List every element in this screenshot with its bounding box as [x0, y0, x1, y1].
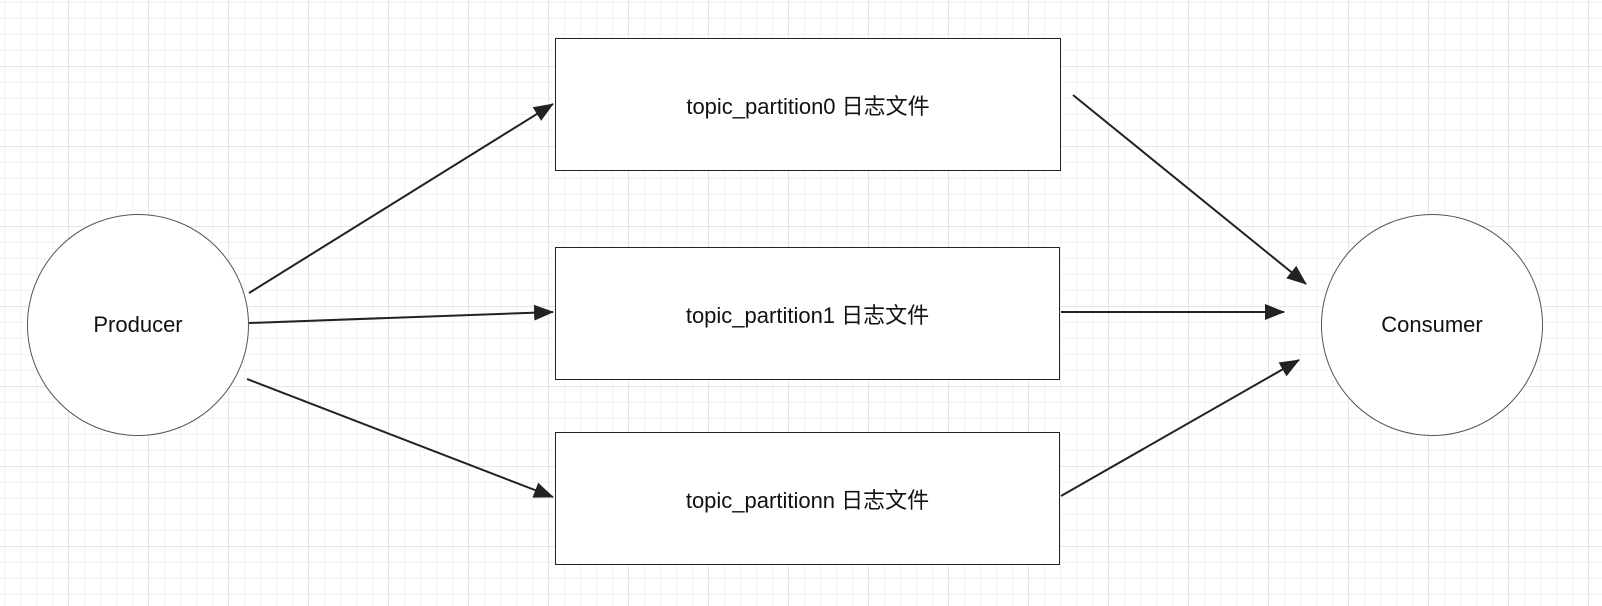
producer-label: Producer [93, 312, 183, 337]
partition-n-box: topic_partitionn 日志文件 [555, 432, 1060, 565]
partition-1-label: topic_partition1 日志文件 [685, 302, 930, 328]
edge-partitionn-to-consumer [1060, 359, 1300, 497]
consumer-label: Consumer [1381, 312, 1483, 337]
partition-0-box: topic_partition0 日志文件 [555, 38, 1061, 171]
edge-producer-to-partitionn [246, 378, 554, 498]
consumer-node: Consumer [1321, 214, 1543, 436]
edge-producer-to-partition1 [248, 304, 554, 324]
edge-producer-to-partition0 [248, 103, 554, 294]
partition-0-label: topic_partition0 日志文件 [686, 93, 930, 119]
producer-node: Producer [27, 214, 249, 436]
edge-partition0-to-consumer [1072, 94, 1307, 285]
partition-1-box: topic_partition1 日志文件 [555, 247, 1060, 380]
partition-n-label: topic_partitionn 日志文件 [685, 487, 930, 513]
